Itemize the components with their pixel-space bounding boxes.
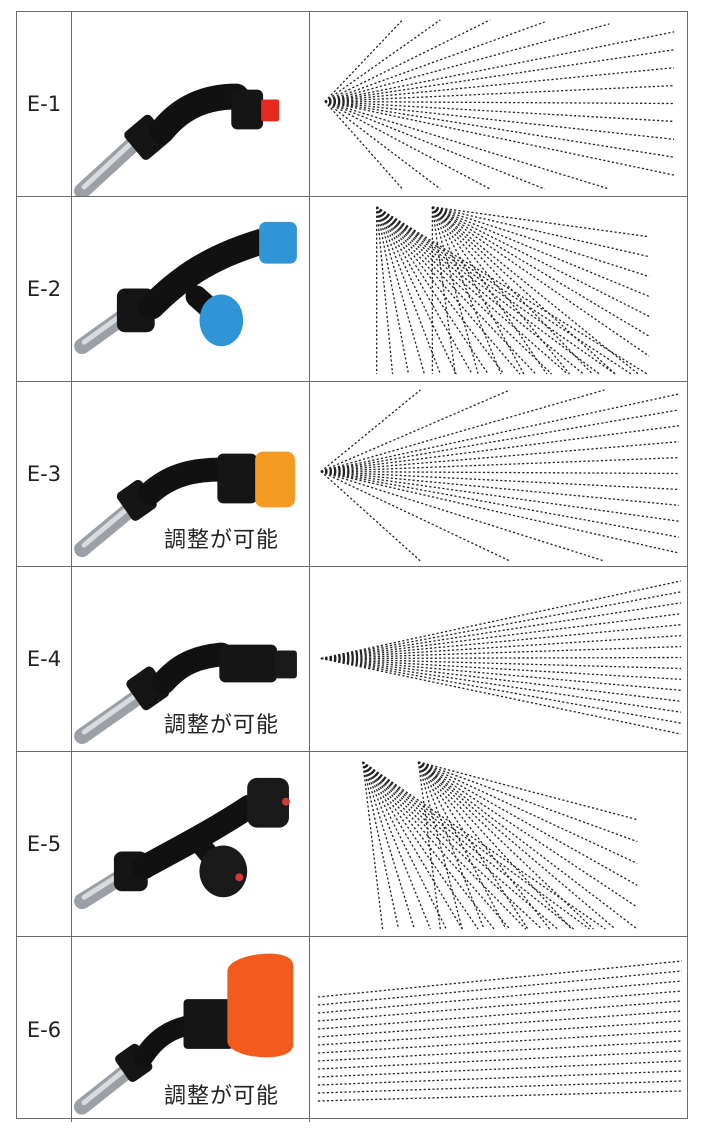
nozzle-label: E-2 [26,277,62,301]
nozzle-cap [255,451,295,508]
spray-pattern [310,12,687,196]
nozzle-image [74,451,295,558]
nozzle-label: E-3 [26,462,62,486]
nozzle-row: E-4 調整が可能 [17,567,687,752]
nozzle-image [74,777,290,910]
adjustable-note: 調整が可能 [164,1084,280,1109]
nozzle-cap [259,221,297,264]
adjustable-note: 調整が可能 [164,713,280,738]
nozzle-photo [72,12,310,196]
spray-lines [317,960,683,1102]
nozzle-image [73,953,294,1115]
nozzle-photo: 調整が可能 [72,382,310,566]
spray-pattern [310,382,687,566]
spray-pattern [310,752,687,936]
nozzle-row: E-1 [17,12,687,197]
label-cell: E-3 [17,382,72,566]
nozzle-cap [227,953,294,1058]
label-cell: E-2 [17,197,72,381]
nozzle-cap [261,99,280,122]
label-cell: E-4 [17,567,72,751]
nozzle-photo [72,752,310,936]
adjustable-note: 調整が可能 [164,528,280,553]
spray-lines [320,389,680,562]
spray-lines [320,580,682,735]
nozzle-label: E-1 [26,92,62,116]
nozzle-row: E-6 調整が可能 [17,937,687,1122]
nozzle-label: E-6 [26,1017,62,1042]
nozzle-photo: 調整が可能 [72,937,310,1122]
label-cell: E-1 [17,12,72,196]
nozzle-photo [72,197,310,381]
nozzle-table: E-1 E-2 [16,11,688,1122]
nozzle-cap-secondary [199,845,248,898]
nozzle-photo: 調整が可能 [72,567,310,751]
spray-pattern [310,197,687,381]
nozzle-row: E-2 [17,197,687,382]
spray-lines [324,19,675,190]
spray-pattern [310,567,687,751]
label-cell: E-6 [17,937,72,1122]
nozzle-image [74,642,297,745]
nozzle-row: E-5 [17,752,687,937]
nozzle-cap [247,777,289,828]
nozzle-cap-secondary [199,294,244,347]
spray-pattern [310,937,687,1122]
nozzle-label: E-5 [26,832,62,856]
label-cell: E-5 [17,752,72,936]
nozzle-image [74,221,297,355]
nozzle-label: E-4 [26,647,62,671]
nozzle-row: E-3 調整が可能 [17,382,687,567]
spray-lines [376,206,650,375]
nozzle-image [74,83,280,196]
nozzle-cap [275,650,297,679]
spray-lines [362,761,638,930]
